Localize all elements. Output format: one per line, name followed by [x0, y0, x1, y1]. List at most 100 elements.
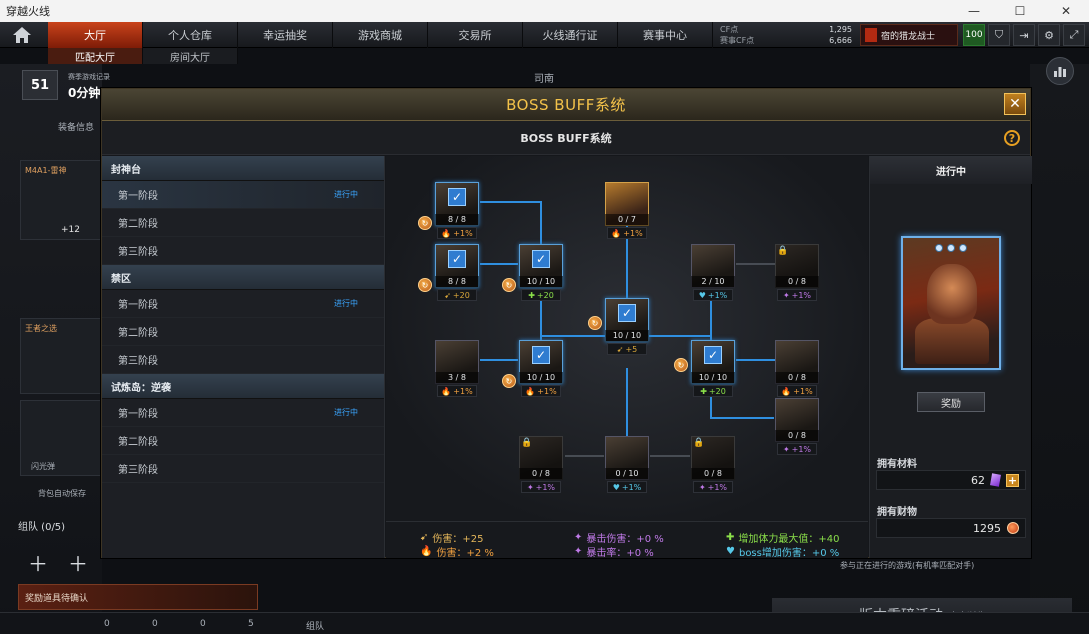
buff-node[interactable]: ✓8 / 8🔥+1%: [434, 182, 480, 240]
stage-item[interactable]: 第一阶段进行中: [102, 399, 384, 427]
crit-icon: ✦: [574, 546, 583, 557]
score-caption: 赛季游戏记录: [68, 73, 110, 81]
summary-item: ✦暴击率：+0 %: [574, 544, 654, 559]
score-text: 0分钟: [68, 86, 101, 100]
node-progress: 0 / 10: [605, 468, 649, 480]
node-bonus-value: +1%: [707, 482, 728, 492]
node-bonus: 🔥+1%: [607, 227, 647, 239]
node-bonus-value: +20: [452, 290, 470, 300]
home-button[interactable]: [6, 24, 38, 46]
stage-item[interactable]: 第二阶段: [102, 427, 384, 455]
buff-node[interactable]: 🔒0 / 8✦+1%: [518, 436, 564, 494]
weapon-slot-2[interactable]: 王者之选: [20, 318, 102, 394]
add-member-icon-2[interactable]: ＋: [68, 552, 88, 576]
summary-text: boss增加伤害：+0 %: [738, 548, 840, 559]
minimize-button[interactable]: —: [968, 4, 980, 18]
buff-node[interactable]: 0 / 10♥+1%: [604, 436, 650, 494]
sub-tab-1[interactable]: 房间大厅: [143, 48, 238, 64]
stage-item[interactable]: 第一阶段进行中: [102, 290, 384, 318]
weapon-slot-3[interactable]: 闪光弹: [20, 400, 102, 476]
boss-icon: ♥: [612, 482, 620, 492]
buff-node[interactable]: ✓10 / 10🔥+1%: [518, 340, 564, 398]
nav-tab-2[interactable]: 幸运抽奖: [238, 22, 333, 48]
upgrade-orb-icon[interactable]: ↻: [418, 216, 432, 230]
buff-node[interactable]: 3 / 8🔥+1%: [434, 340, 480, 398]
node-progress: 10 / 10: [605, 330, 649, 342]
node-progress: 0 / 8: [775, 430, 819, 442]
modal-close-button[interactable]: ✕: [1004, 93, 1026, 115]
gear-icon[interactable]: ⚙: [1038, 24, 1060, 46]
nav-tab-1[interactable]: 个人仓库: [143, 22, 238, 48]
stage-item[interactable]: 第三阶段: [102, 346, 384, 374]
nav-tab-4[interactable]: 交易所: [428, 22, 523, 48]
nav-tab-3[interactable]: 游戏商城: [333, 22, 428, 48]
stage-status: 进行中: [334, 190, 358, 199]
buff-node[interactable]: ✓10 / 10✚+20: [518, 244, 564, 302]
buff-summary: ➹伤害：+25🔥伤害：+2 %✦暴击伤害：+0 %✦暴击率：+0 %✚增加体力最…: [386, 521, 868, 559]
lock-icon: 🔒: [693, 438, 705, 448]
shield-icon[interactable]: ⛉: [988, 24, 1010, 46]
cf-label: CF点: [720, 25, 739, 34]
wealth-field: 1295: [876, 518, 1026, 538]
buff-node[interactable]: 2 / 10♥+1%: [690, 244, 736, 302]
node-bonus: ✦+1%: [693, 481, 733, 493]
buff-node[interactable]: 🔒0 / 8✦+1%: [690, 436, 736, 494]
fullscreen-icon[interactable]: ⤢: [1063, 24, 1085, 46]
nav-tab-6[interactable]: 赛事中心: [618, 22, 713, 48]
node-bonus: ➹+20: [437, 289, 477, 301]
stage-item[interactable]: 第一阶段进行中: [102, 181, 384, 209]
stage-label: 第二阶段: [118, 328, 158, 339]
lock-icon: 🔒: [521, 438, 533, 448]
upgrade-orb-icon[interactable]: ↻: [502, 374, 516, 388]
stats-button[interactable]: [1046, 57, 1074, 85]
add-member-icon[interactable]: ＋: [28, 552, 48, 576]
upgrade-orb-icon[interactable]: ↻: [588, 316, 602, 330]
nav-tab-0[interactable]: 大厅: [48, 22, 143, 48]
check-icon: ✓: [448, 188, 466, 206]
stage-group-header[interactable]: 封神台: [102, 156, 384, 181]
node-bonus-value: +1%: [793, 386, 813, 396]
buff-node[interactable]: ✓10 / 10✚+20: [690, 340, 736, 398]
sub-tab-0[interactable]: 匹配大厅: [48, 48, 143, 64]
buff-node[interactable]: ✓10 / 10➹+5: [604, 298, 650, 356]
buff-node[interactable]: 0 / 7🔥+1%: [604, 182, 650, 240]
close-window-button[interactable]: ✕: [1060, 4, 1072, 18]
reward-button[interactable]: 奖励: [917, 392, 985, 412]
check-icon: ✓: [532, 346, 550, 364]
reward-notice[interactable]: 奖励道具待确认: [18, 584, 258, 610]
help-button[interactable]: ?: [1004, 130, 1020, 146]
stage-label: 第一阶段: [118, 300, 158, 311]
stage-item[interactable]: 第二阶段: [102, 209, 384, 237]
stage-item[interactable]: 第二阶段: [102, 318, 384, 346]
user-profile[interactable]: 宿的猎龙战士: [860, 24, 958, 46]
check-icon: ✓: [618, 304, 636, 322]
username: 宿的猎龙战士: [881, 31, 936, 42]
exit-icon[interactable]: ⇥: [1013, 24, 1035, 46]
add-materials-button[interactable]: +: [1006, 473, 1019, 487]
buff-node[interactable]: ✓8 / 8➹+20: [434, 244, 480, 302]
weapon-slot[interactable]: M4A1-雷神 +12: [20, 160, 102, 240]
node-bonus-value: +20: [708, 386, 726, 396]
buff-node[interactable]: 0 / 8🔥+1%: [774, 340, 820, 398]
upgrade-orb-icon[interactable]: ↻: [502, 278, 516, 292]
stage-item[interactable]: 第三阶段: [102, 455, 384, 483]
crit-icon: ✦: [526, 482, 534, 492]
materials-value: 62: [971, 473, 985, 487]
upgrade-orb-icon[interactable]: ↻: [674, 358, 688, 372]
node-bonus-value: +1%: [791, 290, 812, 300]
nav-tab-5[interactable]: 火线通行证: [523, 22, 618, 48]
bottom-team[interactable]: 组队: [306, 622, 325, 632]
upgrade-orb-icon[interactable]: ↻: [418, 278, 432, 292]
maximize-button[interactable]: ☐: [1014, 4, 1026, 18]
node-bonus: ♥+1%: [693, 289, 733, 301]
buff-node[interactable]: 🔒0 / 8✦+1%: [774, 244, 820, 302]
node-bonus-value: +1%: [791, 444, 812, 454]
stage-group-header[interactable]: 试炼岛：逆袭: [102, 374, 384, 399]
wealth-value: 1295: [973, 521, 1001, 535]
buff-node[interactable]: 0 / 8✦+1%: [774, 398, 820, 456]
summary-item: ✦暴击伤害：+0 %: [574, 530, 664, 545]
stage-group-header[interactable]: 禁区: [102, 265, 384, 290]
bottom-count-3: 0: [200, 619, 206, 629]
stage-item[interactable]: 第三阶段: [102, 237, 384, 265]
